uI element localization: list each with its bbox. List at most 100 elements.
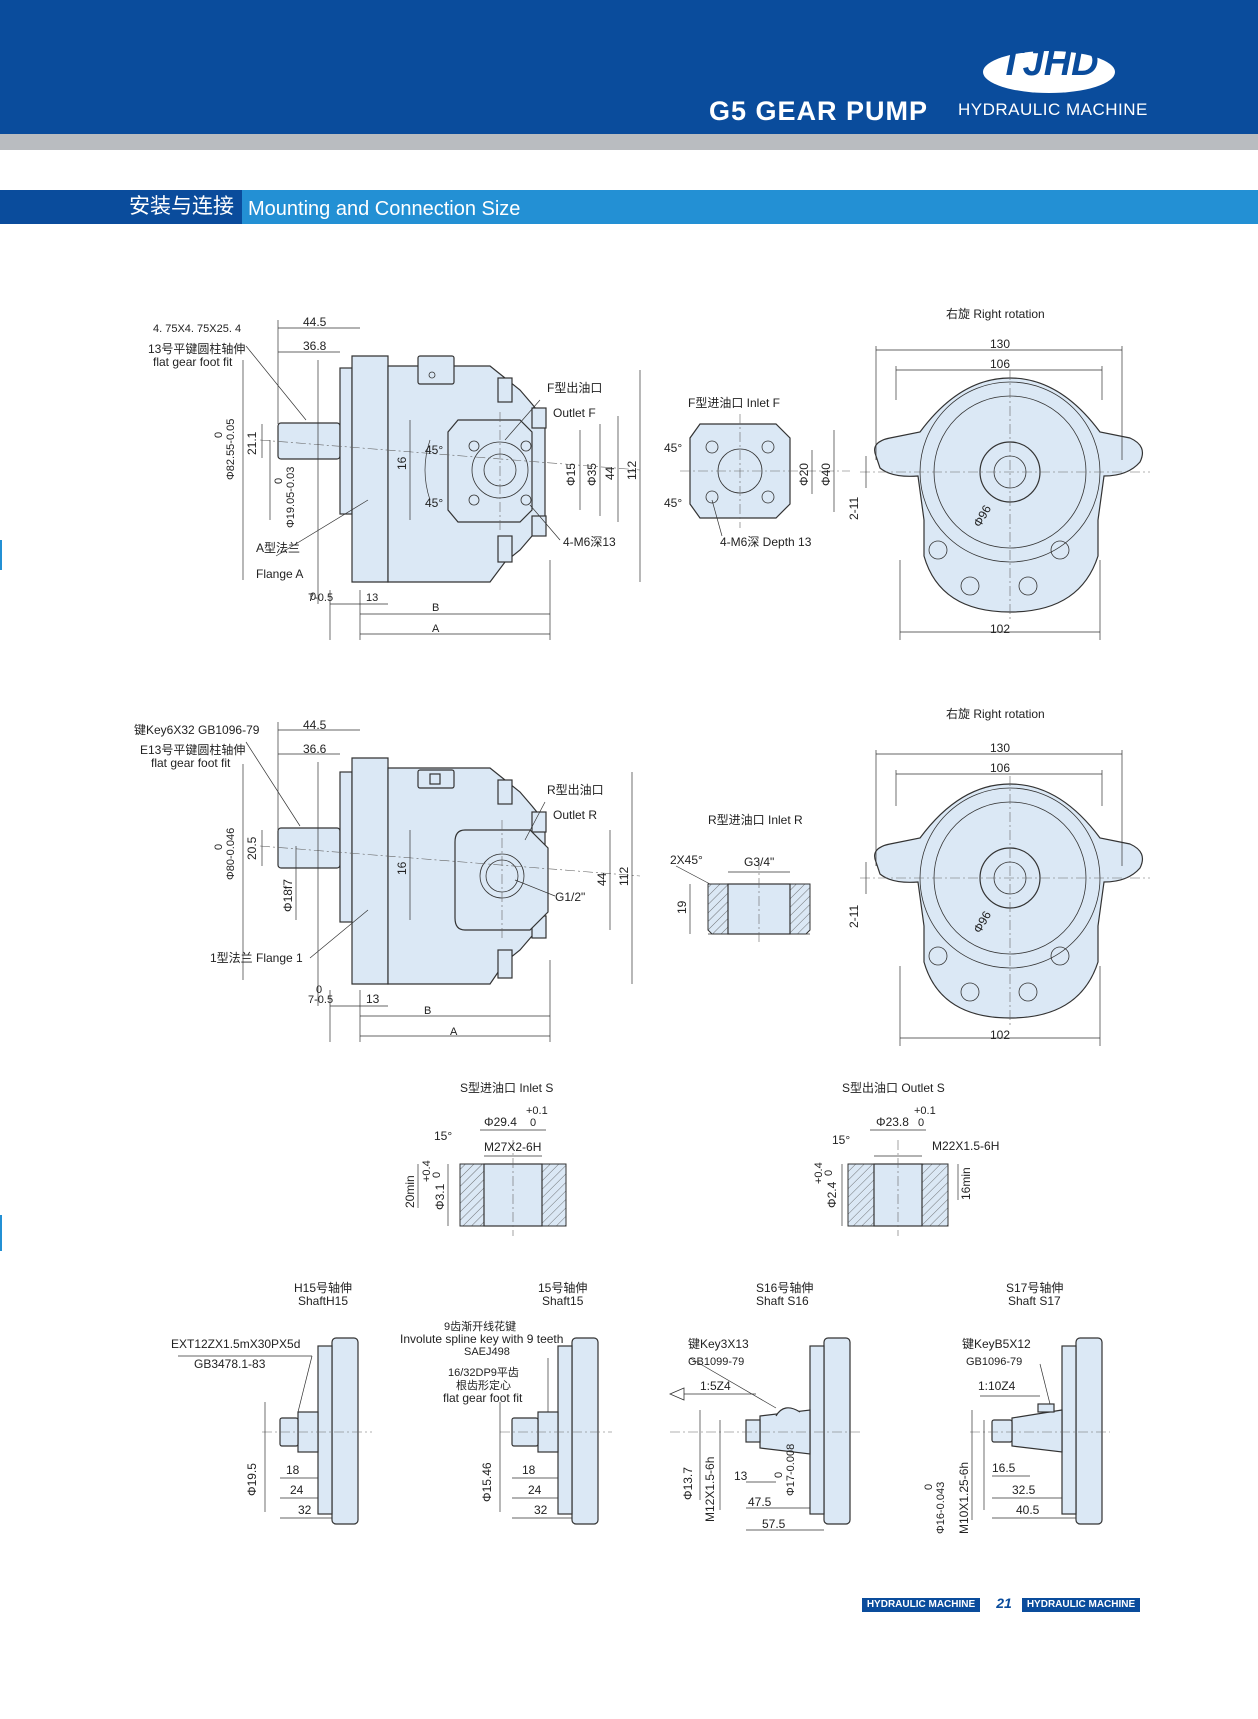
phi-flange-r: Φ80-0.046 [225,828,237,880]
right-r-130: 130 [990,741,1010,755]
dim-44: 44 [603,466,617,480]
phi-flange-r-tol: 0 [213,844,225,850]
right-r-102: 102 [990,1028,1010,1042]
inlet-s-phi-small: Φ3.1 [433,1183,447,1210]
right-f-2-11: 2-11 [847,497,861,520]
shaft-h15-title-cn: H15号轴伸 [294,1280,352,1295]
shaft-spec-r-en: flat gear foot fit [151,756,231,770]
dim-44-5-r: 44.5 [303,718,327,732]
shaft-h15-spec2: GB3478.1-83 [194,1357,266,1371]
shaft-s16-57-5: 57.5 [762,1517,786,1531]
shaft-s17-title-en: Shaft S17 [1008,1294,1061,1308]
shaft-s17-view: S17号轴伸 Shaft S17 键KeyB5X12 GB1096-79 1:1… [923,1280,1110,1534]
shaft-s16-key: 键Key3X13 [688,1337,749,1351]
page-number: 21 [996,1595,1012,1611]
inlet-f-title: F型进油口 Inlet F [688,396,780,410]
shaft-15-note5: 根齿形定心 [456,1378,511,1392]
dim-44-5: 44.5 [303,315,327,329]
shaft-s16-taper: 1:5Z4 [700,1379,731,1393]
dim-b: B [432,602,439,614]
inlet-r-19: 19 [675,900,689,914]
page-title: G5 GEAR PUMP [709,96,929,126]
inlet-r-title: R型进油口 Inlet R [708,813,803,827]
inlet-r-chamfer: 2X45° [670,853,703,867]
right-r-106: 106 [990,761,1010,775]
thread-g12: G1/2" [555,890,585,904]
shaft-15-note3: SAEJ498 [464,1346,510,1358]
right-f-102: 102 [990,622,1010,636]
right-f-130: 130 [990,337,1010,351]
footer-left-label: HYDRAULIC MACHINE [862,1598,980,1612]
dim-7-tol: 0 [310,591,316,603]
outlet-s-thread: M22X1.5-6H [932,1139,999,1153]
shaft-s16-view: S16号轴伸 Shaft S16 键Key3X13 GB1099-79 1:5Z… [668,1280,860,1531]
phi-15: Φ15 [564,463,578,486]
logo-text: TJHD [999,42,1098,84]
shaft-s16-13: 13 [734,1469,748,1483]
shaft-15-18: 18 [522,1463,536,1477]
outlet-s-tol-lo: 0 [918,1117,924,1129]
shaft-h15-24: 24 [290,1483,304,1497]
inlet-s-phi-small-tol-up: +0.4 [421,1160,433,1182]
dim-21-1: 21.1 [245,431,259,455]
shaft-h15-title-en: ShaftH15 [298,1294,348,1308]
inlet-f-angle-bottom: 45° [664,496,682,510]
angle-45-top: 45° [425,443,443,457]
inlet-s-thread: M27X2-6H [484,1140,541,1154]
angle-45-bottom: 45° [425,496,443,510]
dim-a-r: A [450,1026,458,1038]
shaft-s17-std: GB1096-79 [966,1356,1022,1368]
outlet-s-angle: 15° [832,1133,850,1147]
page-header: TJHD G5 GEAR PUMP HYDRAULIC MACHINE [0,0,1258,150]
right-f-106: 106 [990,357,1010,371]
shaft-15-32: 32 [534,1503,548,1517]
dim-13: 13 [366,592,378,604]
dim-36-6: 36.6 [303,742,327,756]
dim-7-r: 7-0.5 [308,994,333,1006]
flange-cn: A型法兰 [256,541,300,555]
shaft-s17-taper: 1:10Z4 [978,1379,1016,1393]
inlet-f-phi40: Φ40 [819,463,833,486]
shaft-s17-title-cn: S17号轴伸 [1006,1280,1063,1295]
inlet-s-phi-small-tol-lo: 0 [431,1172,443,1178]
shaft-h15-spec1: EXT12ZX1.5mX30PX5d [171,1337,300,1351]
outlet-f-en: Outlet F [553,406,596,420]
shaft-15-note2: Involute spline key with 9 teeth [400,1332,563,1346]
shaft-15-title-en: Shaft15 [542,1294,584,1308]
dim-7-r-tol: 0 [316,984,322,996]
shaft-spec-en: flat gear foot fit [153,355,233,369]
outlet-s-tol-up: +0.1 [914,1105,936,1117]
header-divider [0,134,1258,150]
shaft-s16-title-cn: S16号轴伸 [756,1280,813,1295]
dim-16-r: 16 [395,861,409,875]
pump-side-view-f: 4. 75X4. 75X25. 4 13号平键圆柱轴伸 flat gear fo… [148,315,641,640]
right-rotation-view-r: 右旋 Right rotation 130 106 Φ96 2-11 102 [847,706,1150,1046]
shaft-s17-key: 键KeyB5X12 [962,1337,1031,1351]
phi-35: Φ35 [585,463,599,486]
dim-7: 7-0.5 [308,592,333,604]
outlet-r-cn: R型出油口 [547,783,604,797]
shaft-spec-cn: 13号平键圆柱轴伸 [148,341,245,356]
outlet-s-title: S型出油口 Outlet S [842,1081,945,1095]
dim-44-r: 44 [595,872,609,886]
dim-13-r: 13 [366,992,380,1006]
bolt-spec: 4-M6深13 [563,535,616,549]
inlet-s-phi: Φ29.4 [484,1115,517,1129]
shaft-15-phi: Φ15.46 [480,1462,494,1502]
flange-en: Flange A [256,567,303,581]
shaft-s17-phi16: Φ16-0.043 [935,1482,947,1534]
dim-a: A [432,623,440,635]
shaft-15-view: 15号轴伸 Shaft15 9齿渐开线花键 Involute spline ke… [400,1280,612,1525]
dim-20-5: 20.5 [245,836,259,860]
outlet-s-phi-small: Φ2.4 [825,1181,839,1208]
outlet-s-phi: Φ23.8 [876,1115,909,1129]
shaft-15-note4: 16/32DP9平齿 [448,1366,519,1379]
outlet-s-depth: 16min [959,1167,973,1200]
shaft-s16-title-en: Shaft S16 [756,1294,809,1308]
dim-b-r: B [424,1005,431,1017]
inlet-s-angle: 15° [434,1129,452,1143]
inlet-f-phi20: Φ20 [797,463,811,486]
outlet-s-phi-small-tol-lo: 0 [823,1170,835,1176]
page-edge-mark [0,1215,2,1251]
